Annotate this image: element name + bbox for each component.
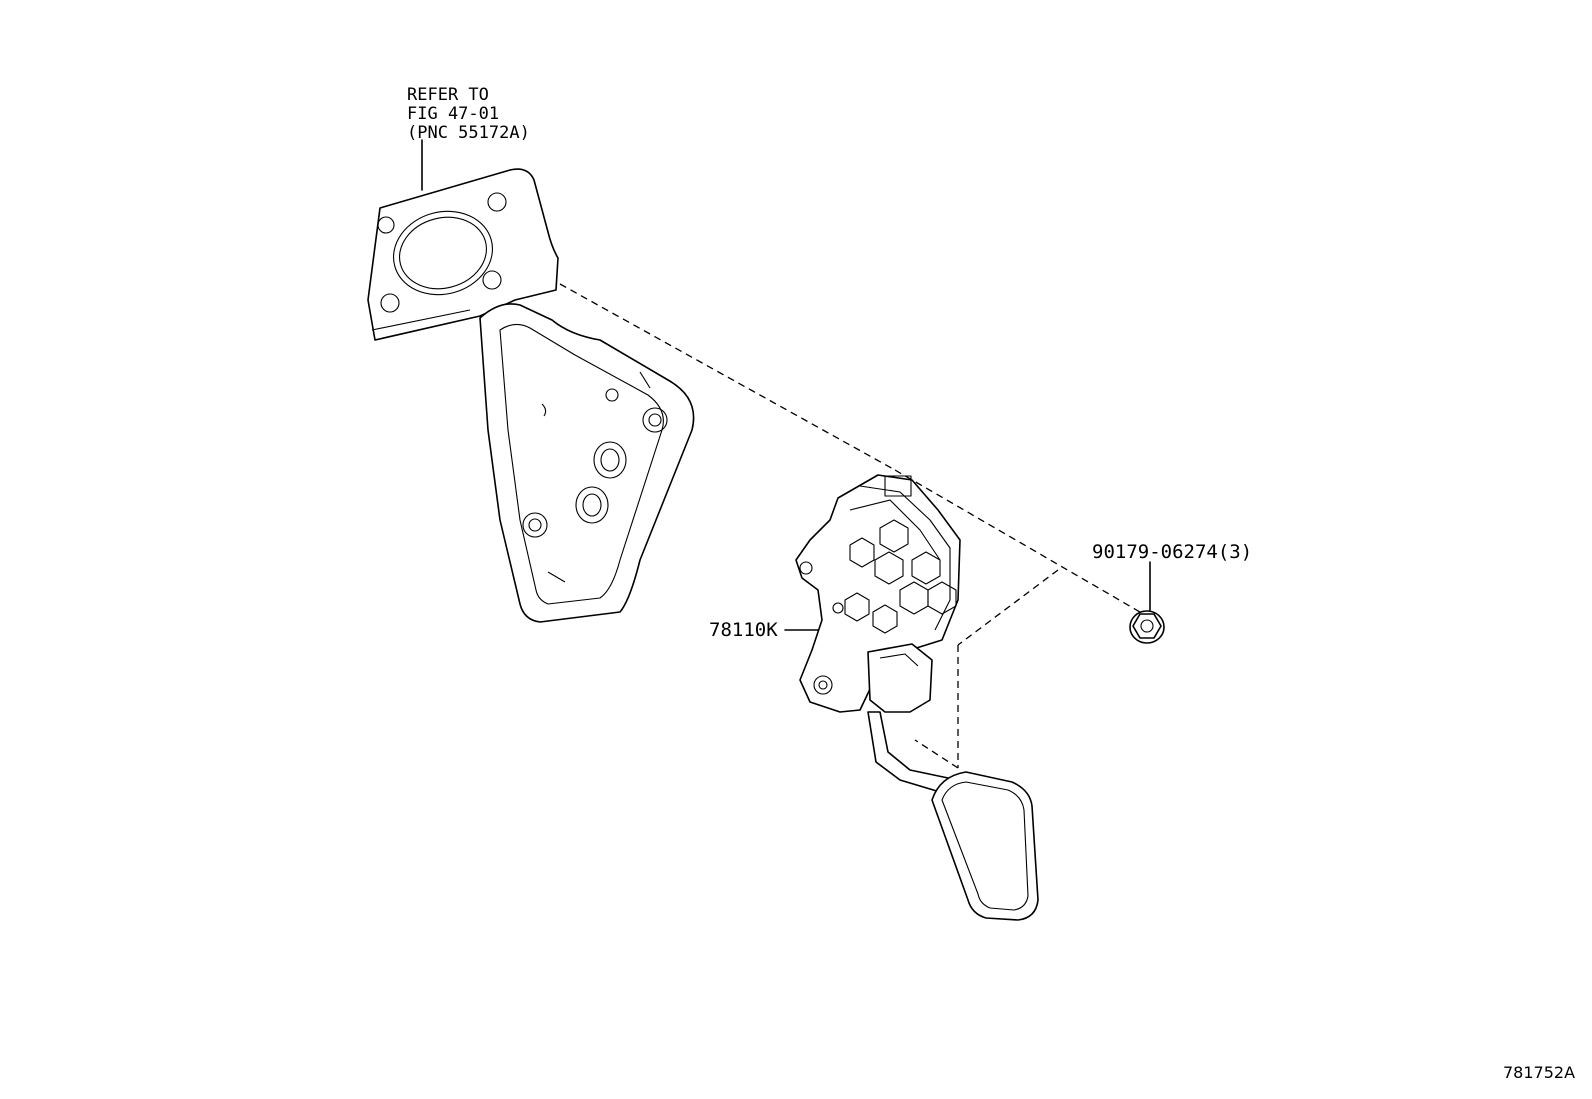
pedal-bracket-drawing	[367, 168, 695, 623]
flange-nut-drawing	[1129, 610, 1165, 644]
pedal-assembly-part-number: 78110K	[709, 619, 778, 641]
nut-part-number: 90179-06274(3)	[1092, 541, 1253, 563]
figure-number: 781752A	[1503, 1063, 1576, 1082]
alignment-dashed-lines	[559, 283, 1141, 769]
refer-callout-line3: (PNC 55172A)	[407, 123, 530, 143]
refer-callout-line2: FIG 47-01	[407, 104, 500, 124]
accelerator-pedal-assembly-drawing	[795, 474, 1039, 921]
refer-callout-line1: REFER TO	[407, 85, 489, 105]
